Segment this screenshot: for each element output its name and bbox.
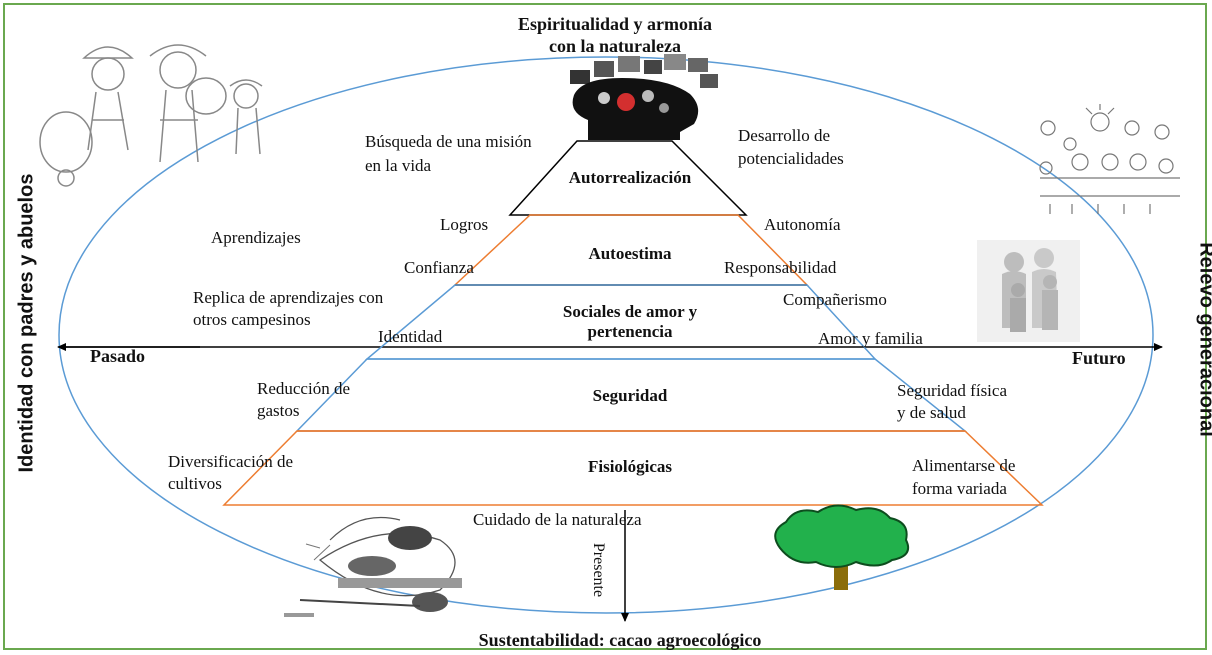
label-replica-line1: Replica de aprendizajes con (193, 288, 384, 307)
level-sociales-line1: Sociales de amor y (562, 302, 698, 321)
diagram-frame (3, 3, 1207, 650)
family-illustration (977, 240, 1080, 342)
right-vertical-label: Relevo generacional (1195, 242, 1212, 437)
label-aprendizajes: Aprendizajes (211, 228, 301, 247)
label-companerismo: Compañerismo (783, 290, 887, 309)
cacao-plant-illustration (284, 516, 462, 617)
top-title-line1: Espiritualidad y armonía (517, 14, 713, 34)
label-diversificacion-line1: Diversificación de (168, 452, 294, 471)
time-ellipse (58, 56, 1154, 614)
label-responsabilidad: Responsabilidad (724, 258, 837, 277)
label-alimentarse-line1: Alimentarse de (912, 456, 1016, 475)
futuro-label: Futuro (1072, 348, 1126, 368)
label-seguridad-fisica-line2: y de salud (897, 403, 966, 422)
level-autoestima: Autoestima (588, 244, 672, 263)
presente-label: Presente (590, 542, 608, 598)
label-desarrollo-line2: potencialidades (738, 149, 844, 168)
pasado-label: Pasado (90, 346, 146, 366)
label-desarrollo-line1: Desarrollo de (738, 126, 831, 145)
label-amor-familia: Amor y familia (818, 329, 923, 348)
label-replica-line2: otros campesinos (193, 310, 311, 329)
label-reduccion-line1: Reducción de (257, 379, 350, 398)
tier-fisiologicas (222, 430, 1044, 506)
head-gears-illustration (570, 54, 718, 140)
tree-illustration (774, 504, 910, 590)
level-fisiologicas: Fisiológicas (587, 457, 673, 476)
top-title-line2: con la naturaleza (549, 36, 681, 56)
label-alimentarse-line2: forma variada (912, 479, 1007, 498)
label-logros: Logros (440, 215, 489, 234)
level-sociales-line2: pertenencia (587, 322, 673, 341)
label-busqueda-line2: en la vida (365, 156, 432, 175)
label-identidad: Identidad (378, 327, 443, 346)
tier-autorrealizacion (508, 140, 748, 216)
farmers-illustration (39, 44, 263, 187)
label-reduccion-line2: gastos (257, 401, 300, 420)
label-cuidado: Cuidado de la naturaleza (473, 510, 642, 529)
left-vertical-label: Identidad con padres y abuelos (15, 173, 38, 473)
bottom-title: Sustentabilidad: cacao agroecológico (478, 630, 762, 650)
label-diversificacion-line2: cultivos (168, 474, 222, 493)
children-drawing-illustration (1039, 104, 1180, 214)
label-autonomia: Autonomía (764, 215, 841, 234)
label-seguridad-fisica-line1: Seguridad física (897, 381, 1007, 400)
label-confianza: Confianza (404, 258, 474, 277)
level-seguridad: Seguridad (592, 386, 668, 405)
label-busqueda-line1: Búsqueda de una misión (365, 132, 532, 151)
level-autorrealizacion: Autorrealización (568, 168, 692, 187)
